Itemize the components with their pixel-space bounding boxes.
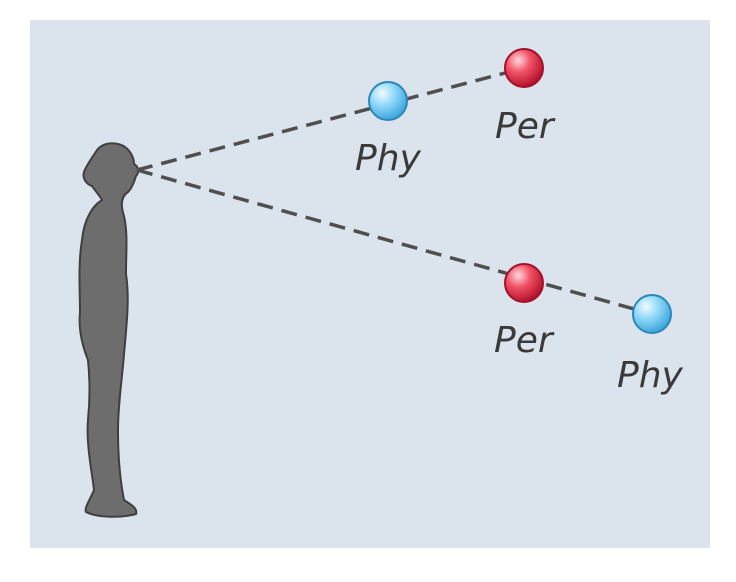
per-label-lower: Per xyxy=(494,320,555,361)
phy-label-upper: Phy xyxy=(355,138,422,179)
per-label-upper: Per xyxy=(495,106,556,147)
blue-sphere-icon xyxy=(633,295,671,333)
phy-label-lower: Phy xyxy=(617,355,684,396)
red-sphere-icon xyxy=(505,264,543,302)
blue-sphere-icon xyxy=(369,82,407,120)
red-sphere-icon xyxy=(505,49,543,87)
